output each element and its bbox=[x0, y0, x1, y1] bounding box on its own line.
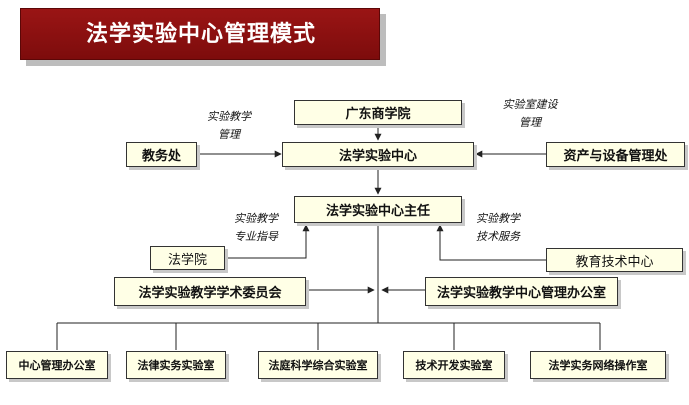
note-lab-construction-management: 实验室建设 管理 bbox=[494, 96, 566, 132]
node-guangdong-business-college: 广东商学院 bbox=[294, 100, 462, 125]
note-professional-guidance: 实验教学 专业指导 bbox=[226, 210, 286, 246]
lab-box: 技术开发实验室 bbox=[403, 351, 505, 379]
connector-law-school-to-director bbox=[225, 224, 310, 259]
node-edu-tech-center: 教育技术中心 bbox=[546, 248, 683, 272]
note-teaching-management: 实验教学 管理 bbox=[200, 108, 258, 144]
title-banner: 法学实验中心管理模式 bbox=[20, 8, 380, 60]
note-line: 实验教学 bbox=[207, 110, 251, 123]
note-line: 实验教学 bbox=[234, 212, 278, 225]
lab-box: 中心管理办公室 bbox=[6, 351, 108, 379]
note-line: 管理 bbox=[218, 128, 240, 141]
lab-box: 法学实务网络操作室 bbox=[530, 351, 666, 379]
note-line: 管理 bbox=[519, 116, 541, 129]
lab-box: 法律实务实验室 bbox=[126, 351, 226, 379]
node-management-office: 法学实验教学中心管理办公室 bbox=[425, 277, 618, 306]
node-center-director: 法学实验中心主任 bbox=[294, 196, 462, 223]
lab-box: 法庭科学综合实验室 bbox=[258, 351, 378, 379]
node-academic-committee: 法学实验教学学术委员会 bbox=[114, 277, 306, 306]
note-line: 专业指导 bbox=[234, 230, 278, 243]
note-line: 技术服务 bbox=[476, 230, 520, 243]
node-asset-equipment-office: 资产与设备管理处 bbox=[546, 142, 685, 167]
node-academic-affairs: 教务处 bbox=[126, 142, 197, 167]
node-law-lab-center: 法学实验中心 bbox=[282, 142, 474, 167]
node-law-school: 法学院 bbox=[150, 246, 225, 270]
note-line: 实验室建设 bbox=[502, 98, 558, 111]
connector-edu-tech-to-director bbox=[436, 224, 546, 261]
note-line: 实验教学 bbox=[476, 212, 520, 225]
note-technical-service: 实验教学 技术服务 bbox=[467, 210, 529, 246]
page-title: 法学实验中心管理模式 bbox=[85, 22, 316, 47]
